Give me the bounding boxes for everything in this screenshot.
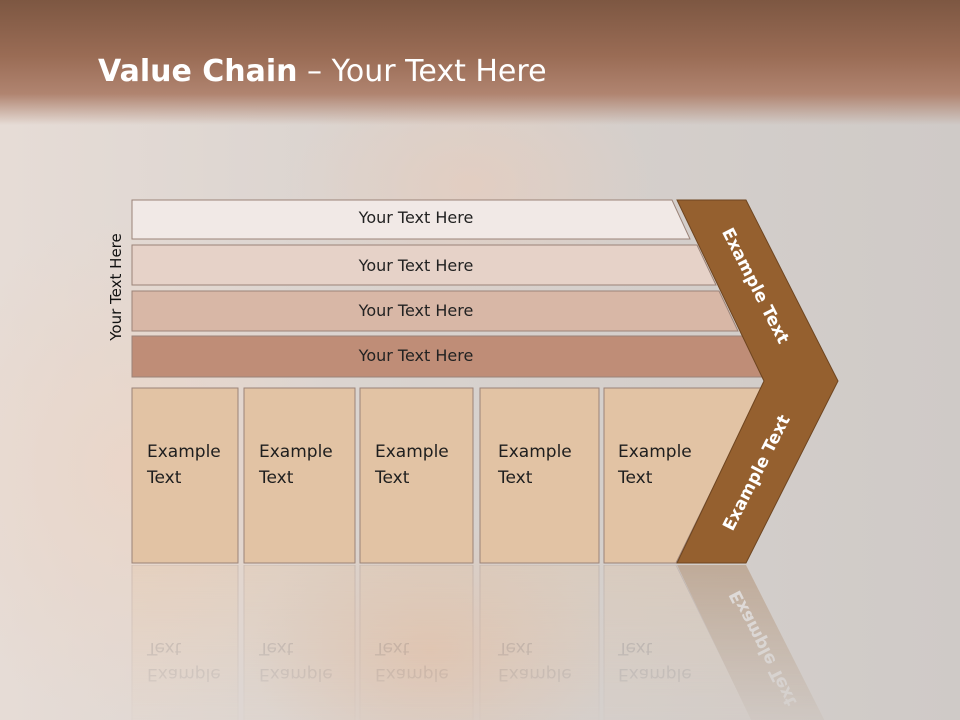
support-bar-2-label: Your Text Here [358, 256, 474, 275]
activity-box-4 [479, 387, 600, 564]
margin-chevron [676, 199, 839, 564]
slide-title: Value Chain – Your Text Here [98, 54, 547, 89]
activity-label-5: Example Text [618, 442, 692, 488]
reflection-label-5: Example Text [618, 638, 692, 684]
activity-box-2 [243, 387, 356, 564]
support-bar-2 [131, 244, 717, 286]
reflection-label-3: Example Text [375, 638, 449, 684]
reflection-label-1: Example Text [147, 638, 221, 684]
activity-box-5 [603, 387, 763, 564]
activity-label-4: Example Text [498, 442, 572, 488]
activity-box-3 [359, 387, 474, 564]
title-bold: Value Chain [98, 54, 298, 89]
support-bar-1 [131, 199, 691, 240]
title-rest: – Your Text Here [297, 54, 547, 89]
support-bar-1-label: Your Text Here [358, 208, 474, 227]
title-banner [0, 0, 960, 125]
reflection-label-4: Example Text [498, 638, 572, 684]
activity-label-2: Example Text [259, 442, 333, 488]
activity-label-3: Example Text [375, 442, 449, 488]
reflection-label-2: Example Text [259, 638, 333, 684]
support-bar-3-label: Your Text Here [358, 301, 474, 320]
support-bar-4-label: Your Text Here [358, 346, 474, 365]
support-bar-3 [131, 290, 739, 332]
activity-box-1 [131, 387, 239, 564]
activity-label-1: Example Text [147, 442, 221, 488]
reflection: Example Text Example Text Example Text E… [0, 565, 960, 720]
